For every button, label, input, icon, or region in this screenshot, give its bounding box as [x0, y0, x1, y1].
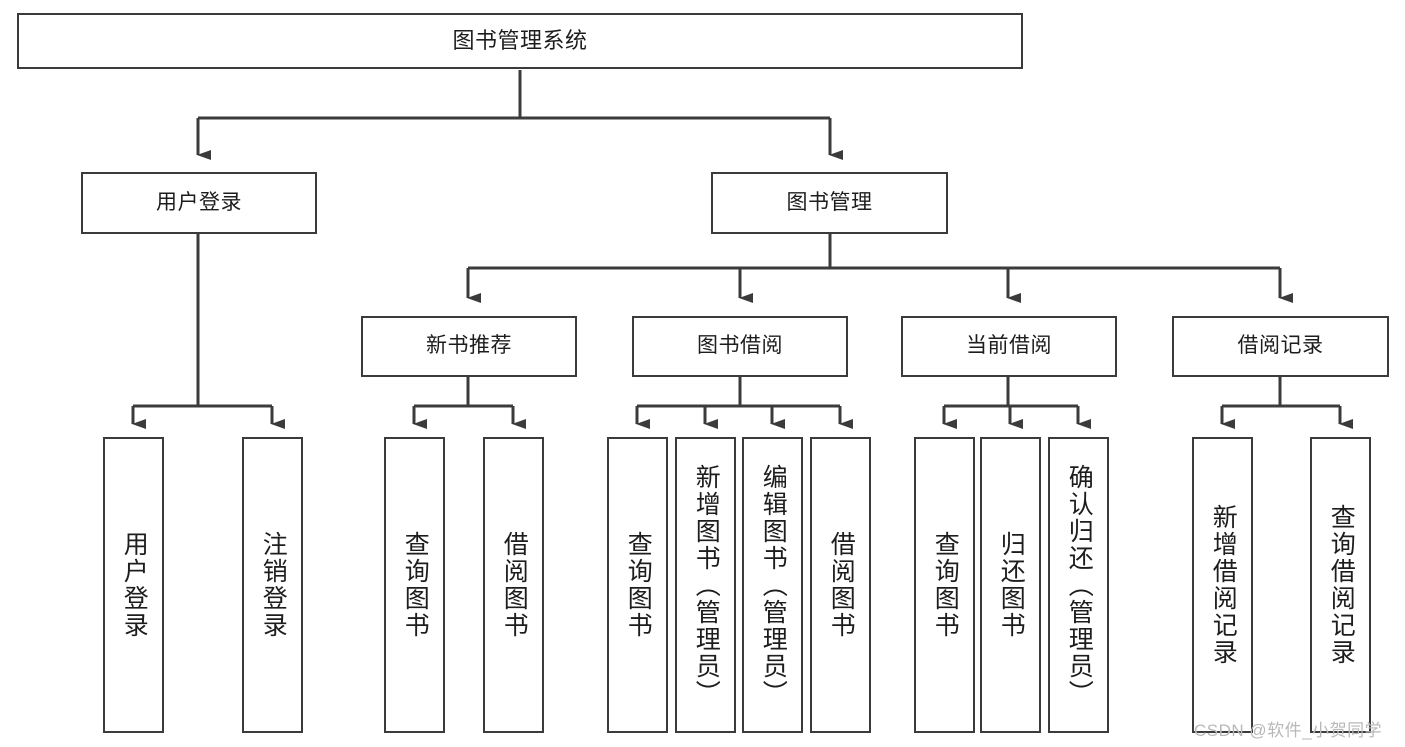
node-label: 图书管理系统 — [452, 28, 588, 54]
node-label: 查询图书 — [624, 531, 653, 639]
node-label: 新增借阅记录 — [1209, 504, 1238, 666]
node-label: 当前借阅 — [966, 334, 1052, 358]
node-book-management[interactable]: 图书管理 — [711, 172, 948, 234]
leaf-confirm-return-admin[interactable]: 确认归还（管理员） — [1048, 437, 1109, 733]
leaf-query-book-recommend[interactable]: 查询图书 — [384, 437, 445, 733]
node-label: 确认归还（管理员） — [1065, 463, 1094, 707]
node-label: 查询借阅记录 — [1327, 504, 1356, 666]
leaf-edit-book-admin[interactable]: 编辑图书（管理员） — [742, 437, 803, 733]
csdn-watermark: CSDN @软件_小贺同学 — [1194, 721, 1383, 740]
leaf-query-book-borrow[interactable]: 查询图书 — [607, 437, 668, 733]
node-label: 新增图书（管理员） — [692, 463, 721, 707]
node-user-login[interactable]: 用户登录 — [81, 172, 317, 234]
node-label: 图书借阅 — [697, 334, 783, 358]
node-label: 新书推荐 — [426, 334, 512, 358]
node-label: 查询图书 — [401, 531, 430, 639]
node-new-book-recommend[interactable]: 新书推荐 — [361, 316, 577, 377]
leaf-logout[interactable]: 注销登录 — [242, 437, 303, 733]
node-label: 用户登录 — [156, 190, 242, 214]
leaf-borrow-book[interactable]: 借阅图书 — [810, 437, 871, 733]
node-current-borrow[interactable]: 当前借阅 — [901, 316, 1117, 377]
node-book-borrow[interactable]: 图书借阅 — [632, 316, 848, 377]
node-label: 借阅图书 — [827, 531, 856, 639]
node-borrow-record[interactable]: 借阅记录 — [1172, 316, 1389, 377]
node-label: 图书管理 — [786, 190, 873, 214]
leaf-add-book-admin[interactable]: 新增图书（管理员） — [675, 437, 736, 733]
leaf-borrow-book-recommend[interactable]: 借阅图书 — [483, 437, 544, 733]
node-label: 归还图书 — [997, 531, 1026, 639]
leaf-query-book-current[interactable]: 查询图书 — [914, 437, 975, 733]
node-label: 借阅图书 — [500, 531, 529, 639]
node-root-system[interactable]: 图书管理系统 — [17, 13, 1023, 69]
leaf-user-login[interactable]: 用户登录 — [103, 437, 164, 733]
node-label: 注销登录 — [259, 531, 288, 639]
leaf-add-borrow-record[interactable]: 新增借阅记录 — [1192, 437, 1253, 733]
node-label: 查询图书 — [931, 531, 960, 639]
node-label: 借阅记录 — [1237, 334, 1324, 358]
leaf-query-borrow-record[interactable]: 查询借阅记录 — [1310, 437, 1371, 733]
leaf-return-book[interactable]: 归还图书 — [980, 437, 1041, 733]
node-label: 编辑图书（管理员） — [759, 463, 788, 707]
node-label: 用户登录 — [120, 531, 149, 639]
